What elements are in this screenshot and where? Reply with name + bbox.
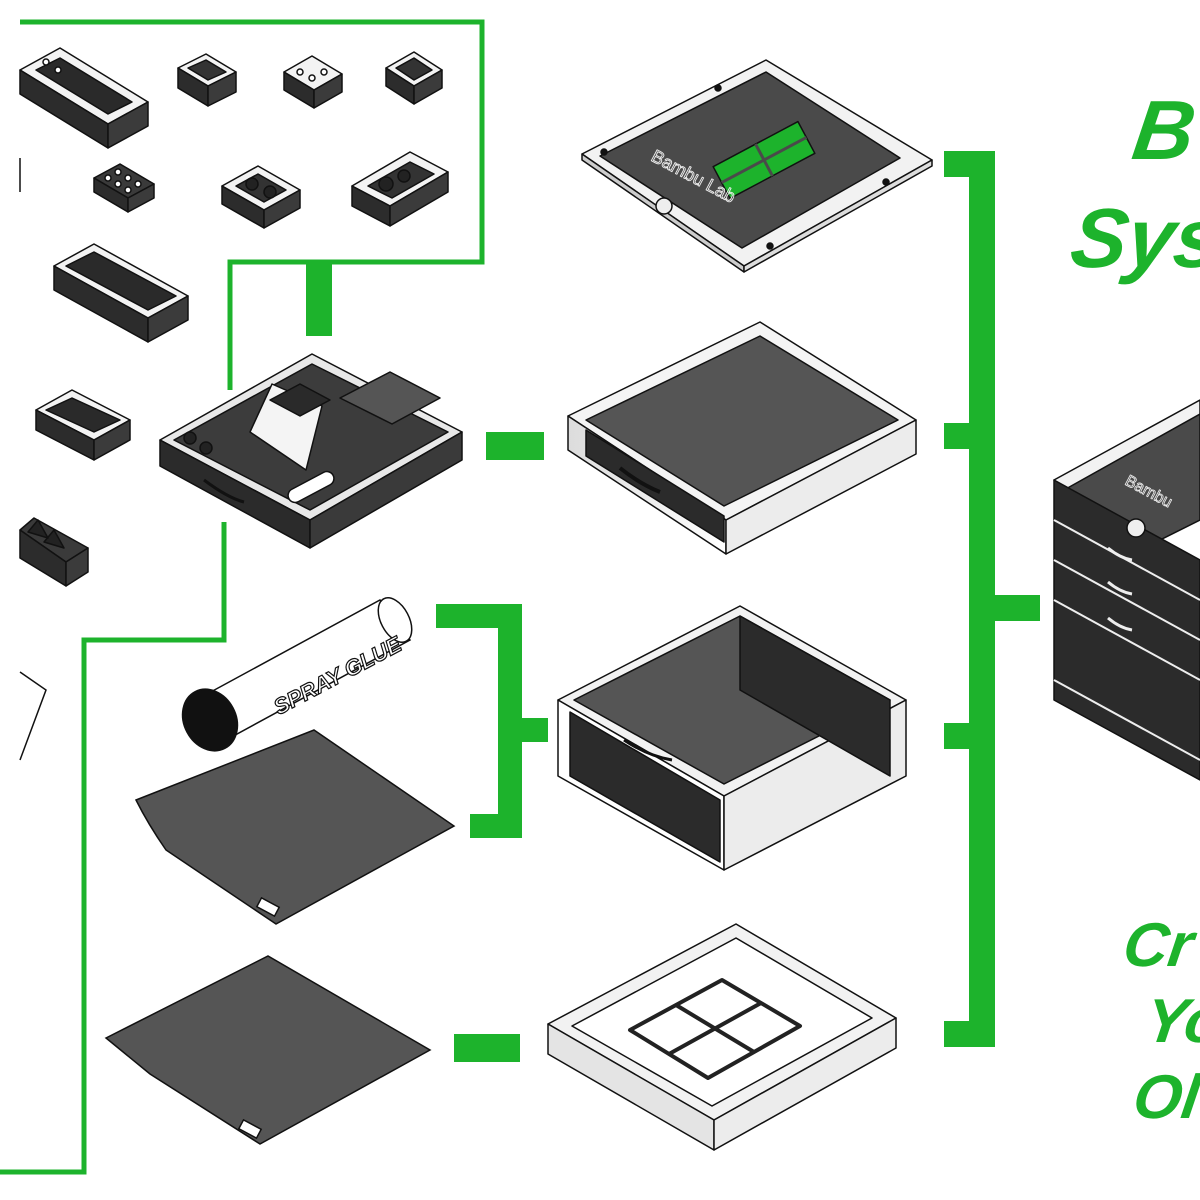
tagline-line-3: Ol [1129, 1063, 1200, 1132]
title-line-1: B [1127, 83, 1200, 177]
organizer-bin-long [19, 47, 149, 149]
deep-drawer [557, 605, 907, 871]
organizer-holder-partial [19, 517, 89, 587]
tagline-line-2: Yo [1141, 987, 1200, 1056]
tagline-line-1: Cr [1119, 911, 1198, 980]
organizer-bin-small-3 [385, 51, 443, 105]
build-plate [104, 955, 432, 1145]
organizer-bins [19, 47, 449, 587]
title-line-2: Sys [1065, 191, 1200, 285]
organizer-drawer-insert [159, 353, 463, 549]
organizer-tray-square [35, 389, 131, 461]
connector-bars [306, 262, 544, 1062]
sheet-group-frame [0, 522, 227, 1175]
flexible-build-sheet [134, 729, 456, 925]
organizer-bin-tool-holder [93, 163, 155, 213]
filter-grid [628, 978, 802, 1080]
main-bracket [944, 151, 1040, 1047]
base-tray [547, 923, 897, 1151]
lid-latch-icon [655, 197, 673, 215]
sheet-link-bar [454, 1034, 520, 1062]
spray-glue-can: SPRAY GLUE [181, 597, 413, 752]
organizer-bin-small-2 [283, 55, 343, 109]
organizer-link-bar [306, 262, 332, 336]
organizer-tray-long [53, 243, 189, 343]
system-lid: Bambu Lab [581, 59, 933, 273]
cutoff-edge-marks [19, 158, 47, 761]
drawer-link-bar [486, 432, 544, 460]
lid-logo-icon [712, 120, 816, 200]
organizer-bin-nozzle [221, 165, 301, 229]
organizer-bin-small-1 [177, 53, 237, 107]
connector-lines [0, 19, 485, 1175]
organizer-group-frame [20, 19, 485, 390]
organizer-bin-large [351, 151, 449, 227]
accessory-bracket [436, 604, 548, 838]
assembled-stack: Bambu [1053, 399, 1200, 781]
shallow-drawer [567, 321, 917, 555]
stack-latch-icon [1126, 518, 1146, 538]
